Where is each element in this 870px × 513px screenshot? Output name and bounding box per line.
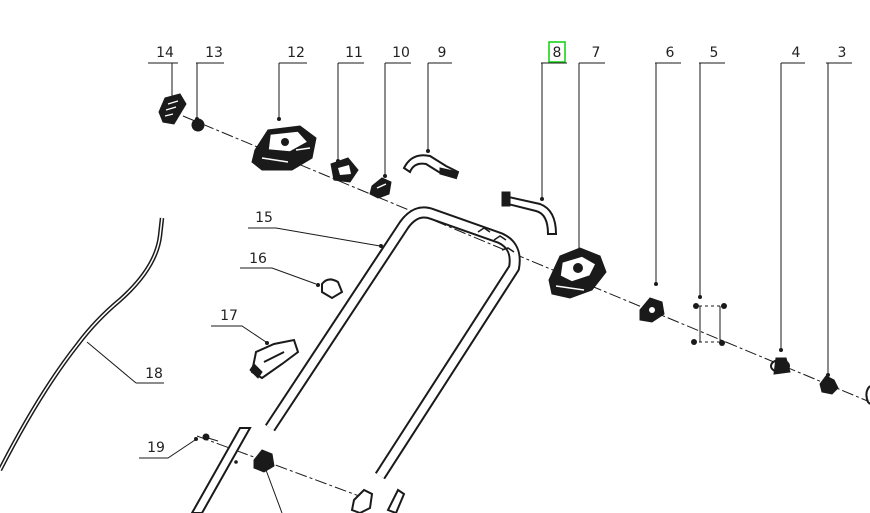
- part-11-clip[interactable]: [330, 157, 359, 183]
- callout-4[interactable]: 4: [779, 45, 805, 352]
- svg-text:4: 4: [792, 45, 801, 61]
- part-9-cable-guide[interactable]: [402, 154, 460, 180]
- callout-17[interactable]: 17: [211, 308, 269, 345]
- svg-text:3: 3: [838, 45, 847, 61]
- svg-text:14: 14: [156, 45, 174, 61]
- part-10-bracket[interactable]: [369, 177, 392, 199]
- callout-9[interactable]: 9: [426, 45, 452, 153]
- svg-text:16: 16: [249, 251, 267, 267]
- callout-7[interactable]: 7: [577, 45, 605, 253]
- part-13-nut[interactable]: [191, 118, 205, 132]
- svg-text:9: 9: [438, 45, 447, 61]
- callout-18[interactable]: 18: [86, 341, 164, 384]
- part-lower-bracket[interactable]: [350, 488, 406, 513]
- svg-text:6: 6: [666, 45, 675, 61]
- svg-text:18: 18: [145, 366, 163, 382]
- callout-10[interactable]: 10: [383, 45, 411, 178]
- part-14-lever-grip[interactable]: [158, 93, 187, 125]
- callout-19[interactable]: 19: [139, 437, 198, 459]
- svg-text:12: 12: [287, 45, 305, 61]
- part-partial-right-edge: [865, 385, 870, 405]
- svg-text:17: 17: [220, 308, 238, 324]
- part-17-cable-clip[interactable]: [249, 338, 300, 380]
- svg-text:19: 19: [147, 440, 165, 456]
- svg-text:8: 8: [553, 45, 562, 61]
- part-8-curved-bar[interactable]: [501, 191, 558, 235]
- assembly-axis-upper: [182, 115, 870, 403]
- part-15-handle-tube[interactable]: [264, 206, 521, 480]
- svg-text:13: 13: [205, 45, 223, 61]
- part-18-cable[interactable]: [0, 217, 165, 472]
- assembly-axis-lower: [196, 435, 371, 501]
- callout-8[interactable]: 8: [540, 41, 567, 201]
- part-5-screws[interactable]: [691, 303, 728, 346]
- part-7-throttle-housing[interactable]: [548, 247, 607, 299]
- part-4-knob[interactable]: [770, 357, 791, 375]
- callout-12[interactable]: 12: [277, 45, 307, 121]
- svg-text:10: 10: [392, 45, 410, 61]
- callout-5[interactable]: 5: [698, 45, 725, 299]
- svg-text:5: 5: [710, 45, 719, 61]
- callout-11[interactable]: 11: [336, 45, 364, 163]
- callout-16[interactable]: 16: [240, 251, 320, 287]
- callout-13[interactable]: 13: [195, 45, 224, 121]
- callout-6[interactable]: 6: [654, 45, 681, 286]
- part-3-star-knob[interactable]: [819, 375, 839, 395]
- part-16-clamp[interactable]: [321, 278, 344, 300]
- part-19-bolt[interactable]: [202, 433, 219, 442]
- part-lower-knob[interactable]: [253, 449, 283, 513]
- callout-15[interactable]: 15: [248, 210, 383, 248]
- callout-14[interactable]: 14: [148, 45, 178, 100]
- svg-text:15: 15: [255, 210, 273, 226]
- part-lower-bar[interactable]: [190, 427, 252, 513]
- callout-3[interactable]: 3: [826, 45, 852, 377]
- part-12-control-housing[interactable]: [251, 125, 317, 171]
- part-6-fitting[interactable]: [639, 297, 665, 323]
- svg-text:11: 11: [345, 45, 363, 61]
- svg-text:7: 7: [592, 45, 601, 61]
